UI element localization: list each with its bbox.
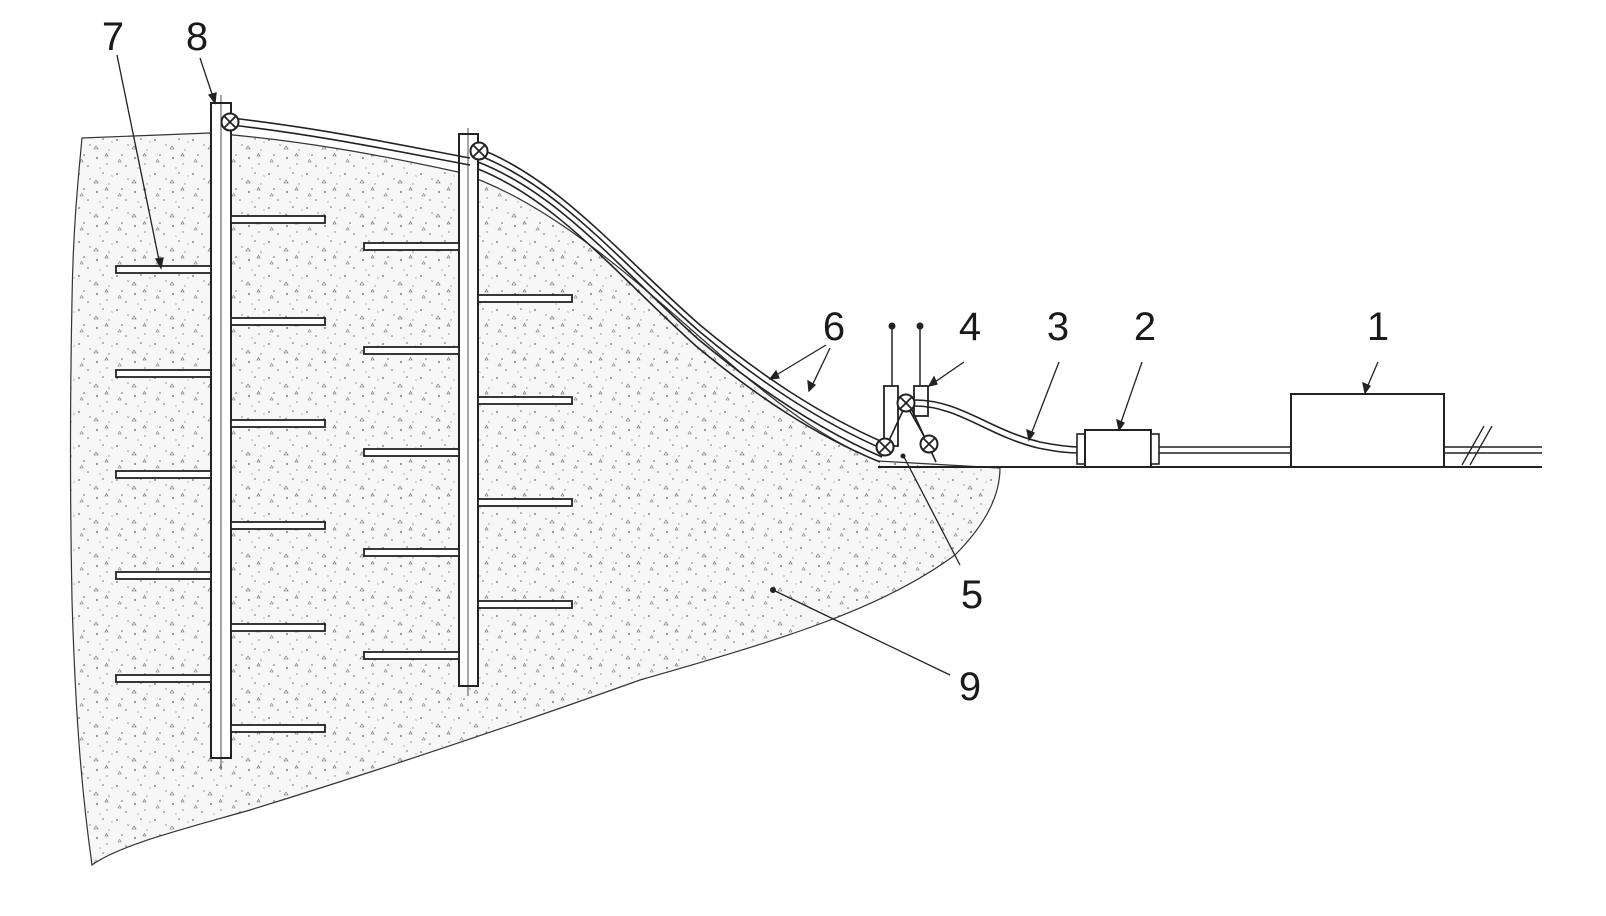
dot-9 [770,587,776,593]
numeral-9: 9 [959,665,981,709]
leader-8 [199,57,215,101]
crossed-circle-valve-icon [919,434,939,454]
arrow-6b [807,379,817,393]
arrow-3 [1026,428,1035,442]
numeral-6: 6 [823,305,845,349]
numeral-2: 2 [1134,305,1156,349]
receiver [1076,429,1291,468]
leader-3 [1029,361,1060,438]
leader-4 [931,361,965,385]
leader-2 [1118,361,1143,429]
crossed-circle-valve-icon [875,437,895,457]
leader-7 [116,54,161,266]
arrow-7 [154,257,164,270]
crossed-circle-valve-icon [220,112,240,132]
leader-lines [116,54,1379,676]
compressor-unit [1290,393,1542,468]
numeral-7: 7 [102,15,124,59]
vertical-pipe-right [458,128,479,696]
gauge-stem-icon [888,322,896,330]
leader-6b [810,347,831,389]
leader-5 [902,454,961,566]
numeral-5: 5 [961,573,983,617]
crossed-circle-valve-icon [469,141,489,161]
numeral-8: 8 [186,15,208,59]
dot-5 [900,453,906,459]
lateral-injectors-right [363,242,573,660]
arrow-4 [927,375,938,387]
arrow-2 [1116,418,1125,432]
arrow-1 [1362,381,1371,395]
numeral-4: 4 [959,305,981,349]
leader-9 [772,589,951,676]
valves [220,112,939,457]
vertical-pipe-left [210,95,232,770]
supply-line [914,399,1081,454]
gauge-stem-icon [916,322,924,330]
reference-numerals: 1 2 3 4 5 6 7 8 9 [102,15,1389,709]
leader-6a [772,344,827,378]
numeral-1: 1 [1367,305,1389,349]
numeral-3: 3 [1047,305,1069,349]
arrow-6a [768,369,780,380]
lateral-injectors-left [115,215,326,733]
arrow-8 [207,92,217,105]
crossed-circle-valve-icon [896,393,916,413]
hoses [230,117,886,463]
